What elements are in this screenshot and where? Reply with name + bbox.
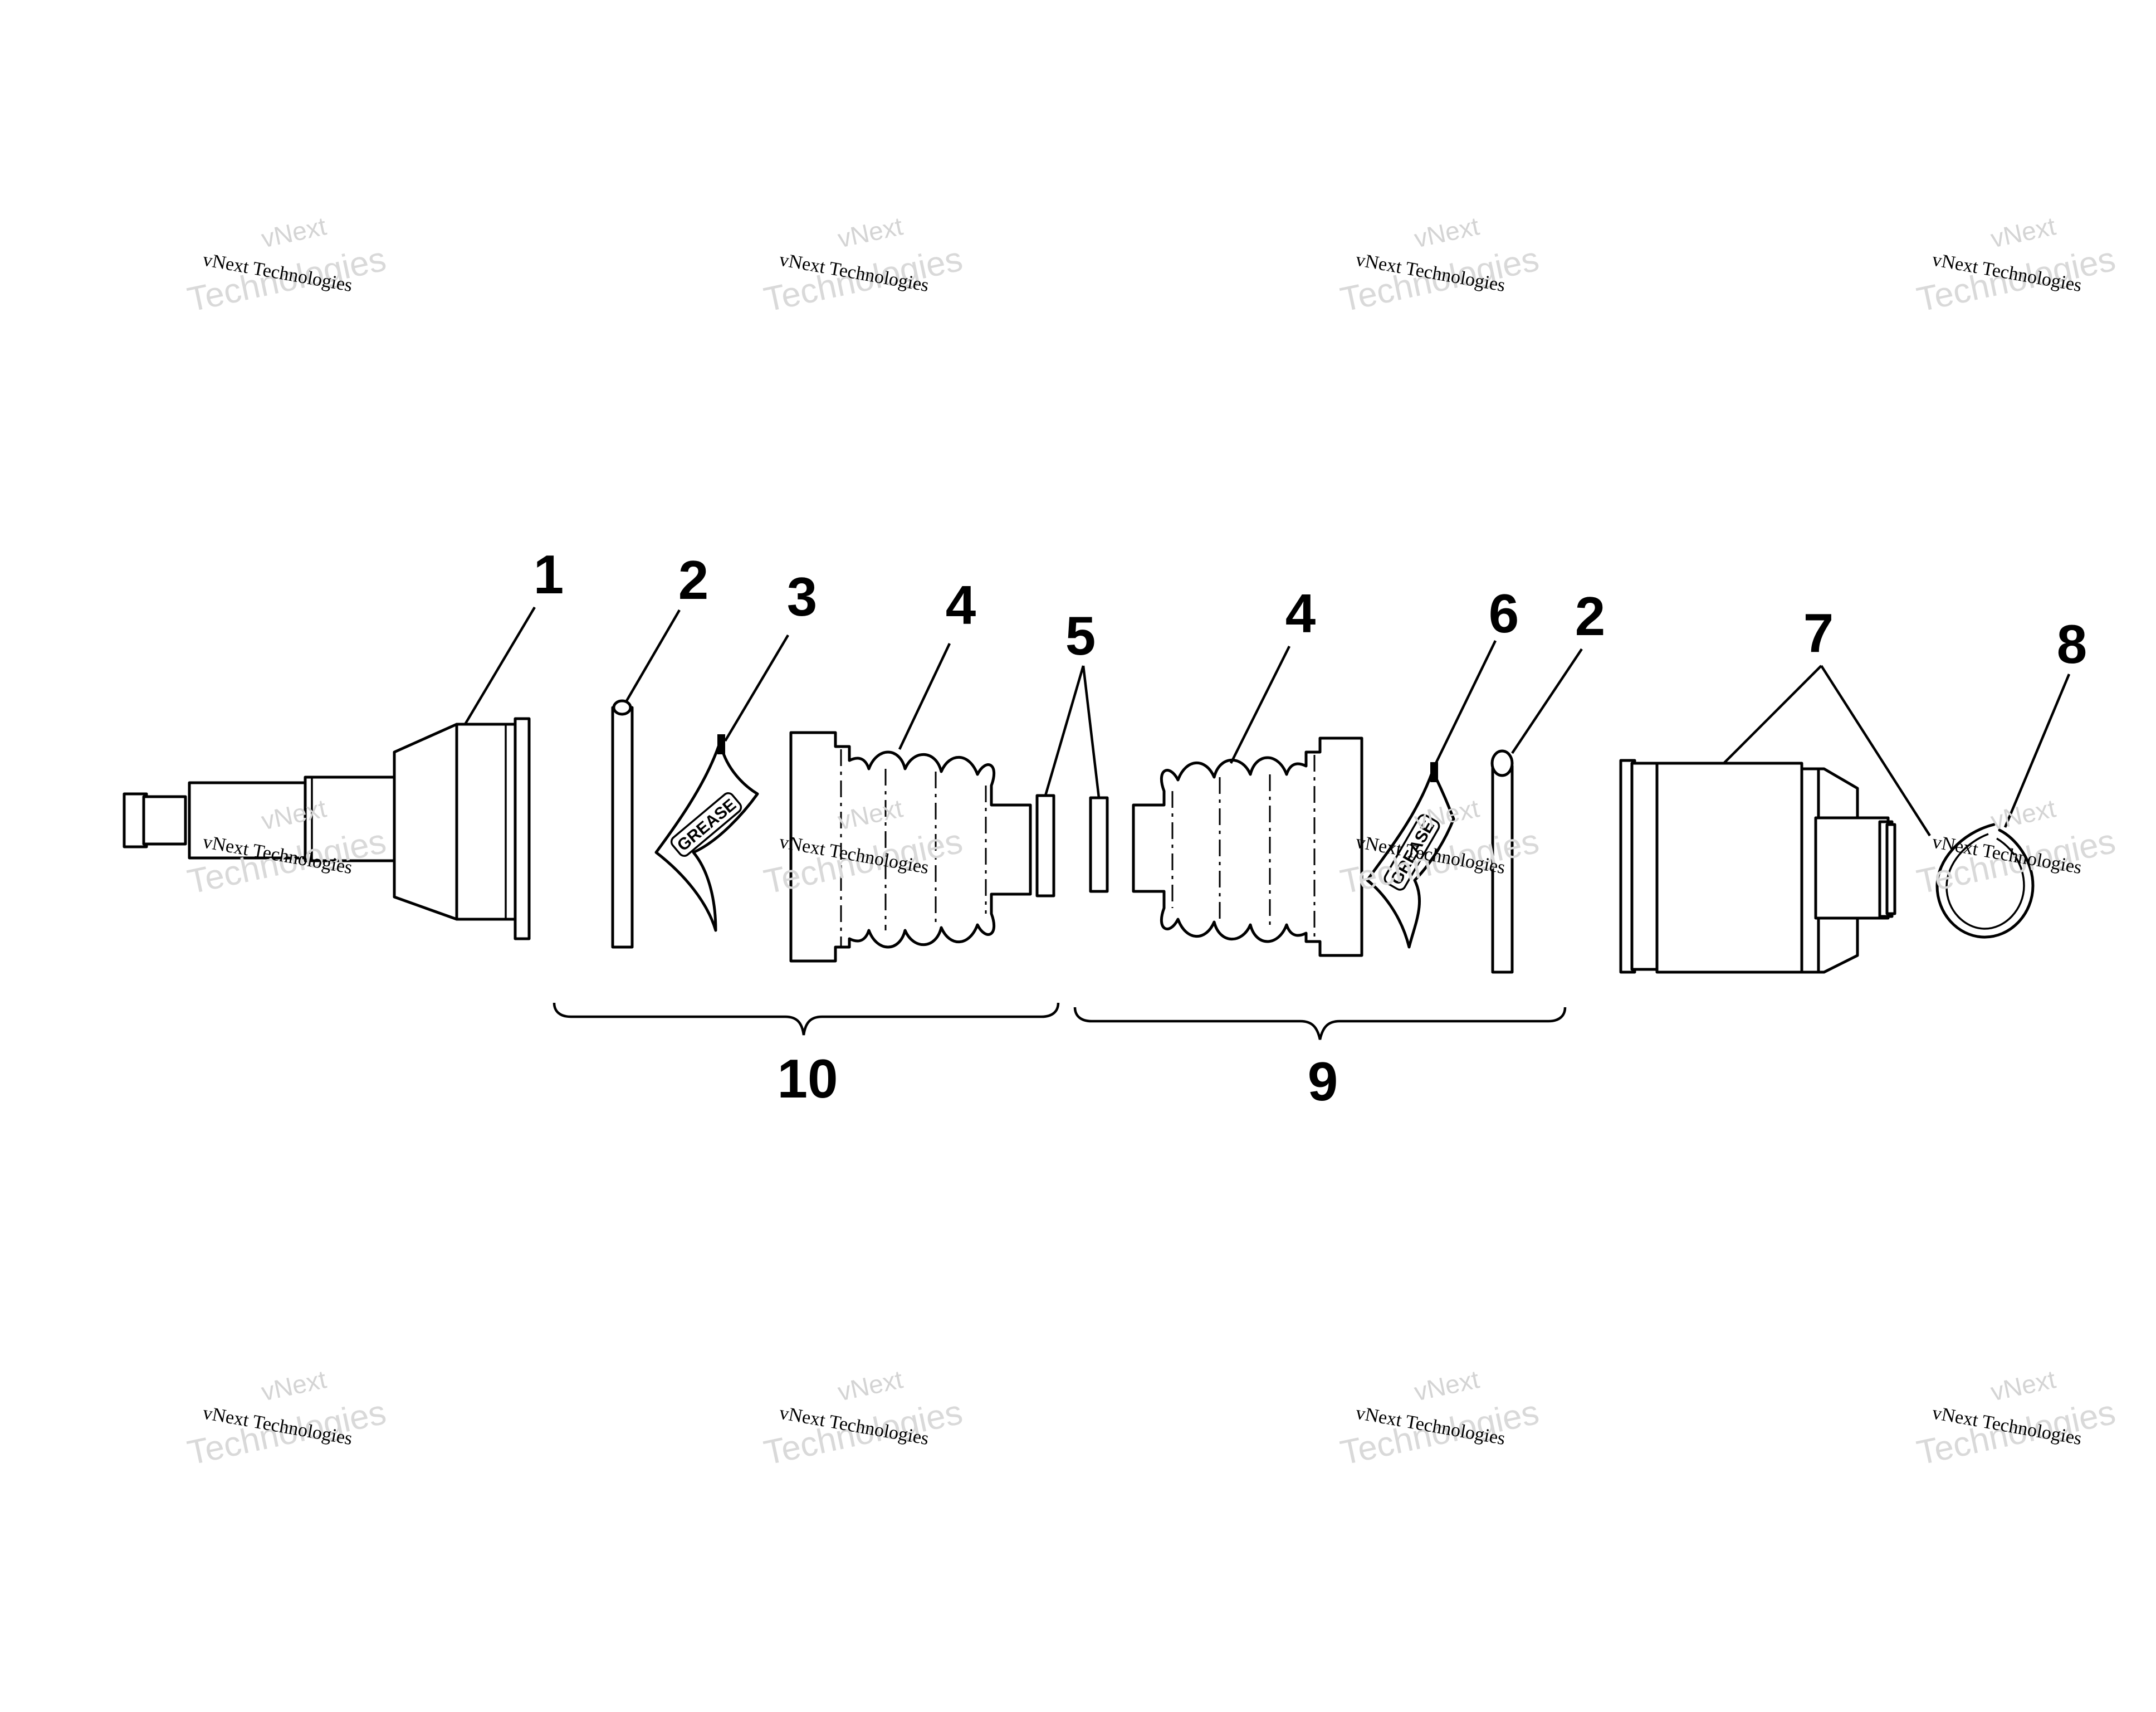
part-2-clamp-left (611, 699, 634, 949)
part-3-grease-packet: GREASE (654, 734, 759, 932)
callout-2-left: 2 (678, 549, 709, 611)
grease-label-box-left (670, 792, 742, 857)
callout-10: 10 (777, 1048, 838, 1109)
part-8-snap-ring (1935, 823, 2035, 939)
brace-9 (1073, 1007, 1567, 1040)
watermark-text-vnext: vNext (835, 1364, 906, 1406)
watermark-text-vnext: vNext (1988, 211, 2059, 253)
watermark-text-vnext: vNext (1988, 1364, 2059, 1406)
grease-label-box-right (1383, 814, 1440, 891)
part-5-small-clamps (1035, 794, 1109, 898)
watermark-text-vnext: vNext (1988, 793, 2059, 835)
part-4-boot-left (789, 731, 1032, 963)
callout-3: 3 (787, 566, 818, 627)
callout-2-right: 2 (1575, 586, 1606, 647)
watermark-text-vnext: vNext (259, 1364, 329, 1406)
callout-9: 9 (1308, 1051, 1338, 1112)
part-2-clamp-right (1490, 749, 1514, 974)
brace-10 (553, 1002, 1060, 1036)
part-7-inner-housing (1619, 759, 1896, 974)
callout-7: 7 (1803, 602, 1834, 664)
callout-5: 5 (1065, 605, 1096, 666)
watermark-text-vnext: vNext (835, 211, 906, 253)
callout-8: 8 (2057, 613, 2087, 675)
part-6-grease-packet: GREASE (1366, 762, 1455, 949)
part-4-boot-right (1132, 736, 1363, 957)
callout-6: 6 (1489, 583, 1519, 644)
leader-lines (464, 606, 2071, 837)
callout-4-left: 4 (946, 574, 976, 636)
watermark-text-vnext: vNext (1412, 1364, 1482, 1406)
watermark-text-vnext: vNext (1412, 211, 1482, 253)
watermark-text-vnext: vNext (259, 211, 329, 253)
part-1-cv-joint-shaft (123, 717, 531, 940)
callout-4-right: 4 (1285, 583, 1316, 644)
callout-1: 1 (534, 544, 564, 605)
callouts: 1 2 3 4 5 4 6 2 7 8 10 9 (534, 544, 2087, 1112)
